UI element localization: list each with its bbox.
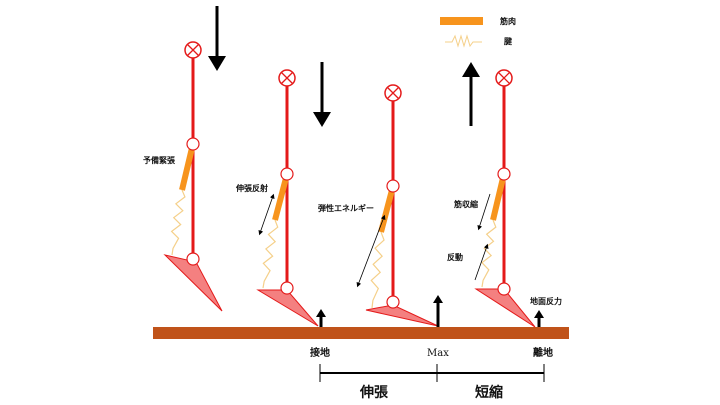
foot (256, 289, 319, 327)
legend-muscle-label: 筋肉 (499, 16, 516, 26)
up-arrow-icon (462, 62, 480, 126)
muscle (179, 147, 195, 191)
shorten-phase-label: 短縮 (475, 384, 503, 401)
legend-tendon-label: 腱 (504, 36, 513, 46)
ankle-joint (386, 295, 400, 309)
stretch-phase-label: 伸張 (359, 384, 389, 401)
contact-label: 接地 (310, 346, 330, 359)
ankle-joint (186, 252, 200, 266)
legend: 筋肉 腱 (440, 16, 516, 48)
knee-joint (497, 167, 511, 181)
leg-1 (163, 41, 223, 312)
ground-reaction-label: 地面反力 (530, 296, 562, 306)
stretch-reflex-label: 伸張反射 (235, 183, 268, 193)
takeoff-label: 離地 (533, 346, 553, 359)
tendon (481, 219, 497, 288)
stretch-reflex-arrow-icon (258, 193, 275, 236)
foot (365, 304, 439, 327)
tendon (262, 219, 279, 289)
ground-reaction-arrow-icon (433, 295, 443, 327)
cross-icon (498, 72, 510, 84)
legend-tendon-swatch (445, 34, 482, 48)
legend-muscle-swatch (440, 17, 483, 25)
ankle-joint (280, 281, 294, 295)
muscle (490, 177, 506, 221)
max-label: Max (427, 348, 449, 359)
leg-4 (474, 69, 536, 328)
cross-icon (387, 87, 399, 99)
elastic-energy-arrow-icon (356, 214, 386, 288)
leg-3 (365, 84, 439, 327)
knee-joint (386, 179, 400, 193)
cross-icon (187, 44, 199, 56)
tendon (170, 189, 186, 256)
knee-joint (186, 137, 200, 151)
knee-joint (280, 167, 294, 181)
tendon (370, 231, 385, 309)
elastic-energy-label: 弾性エネルギー (318, 203, 374, 213)
pre-tension-label: 予備緊張 (143, 155, 176, 165)
down-arrow-icon (313, 62, 331, 127)
ground-reaction-arrow-icon (534, 310, 544, 327)
recoil-arrow-icon (474, 243, 489, 281)
leg-2 (256, 69, 319, 327)
ankle-joint (497, 282, 511, 296)
muscle-contraction-label: 筋収縮 (453, 199, 478, 209)
recoil-label: 反動 (447, 252, 463, 262)
muscle (272, 177, 289, 221)
cross-icon (281, 72, 293, 84)
contraction-arrow-icon (477, 193, 491, 231)
foot (474, 288, 536, 328)
ground (153, 327, 569, 339)
timeline-axis (319, 364, 545, 382)
muscle (378, 189, 395, 233)
ground-reaction-arrow-icon (316, 309, 326, 327)
foot (163, 254, 223, 312)
down-arrow-icon (208, 6, 226, 71)
